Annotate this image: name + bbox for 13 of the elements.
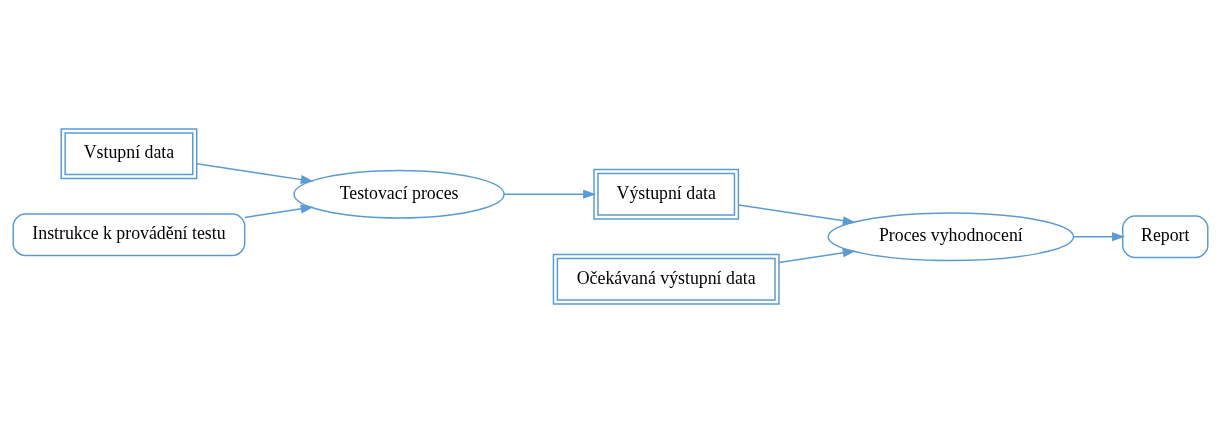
node-box: Vstupní data	[60, 127, 198, 179]
node-ellipse: Proces vyhodnocení	[827, 211, 1075, 261]
arrow	[778, 247, 856, 263]
node-box: Očekávaná výstupní data	[552, 253, 780, 305]
arrow	[1072, 231, 1125, 241]
arrow	[244, 204, 314, 218]
node-box: Instrukce k provádění testu	[12, 212, 246, 256]
arrow	[196, 162, 314, 184]
node-ellipse: Testovací proces	[293, 169, 505, 219]
node-box: Výstupní data	[593, 168, 740, 220]
arrow	[737, 203, 856, 225]
arrow	[503, 189, 596, 199]
node-box: Report	[1121, 214, 1209, 258]
